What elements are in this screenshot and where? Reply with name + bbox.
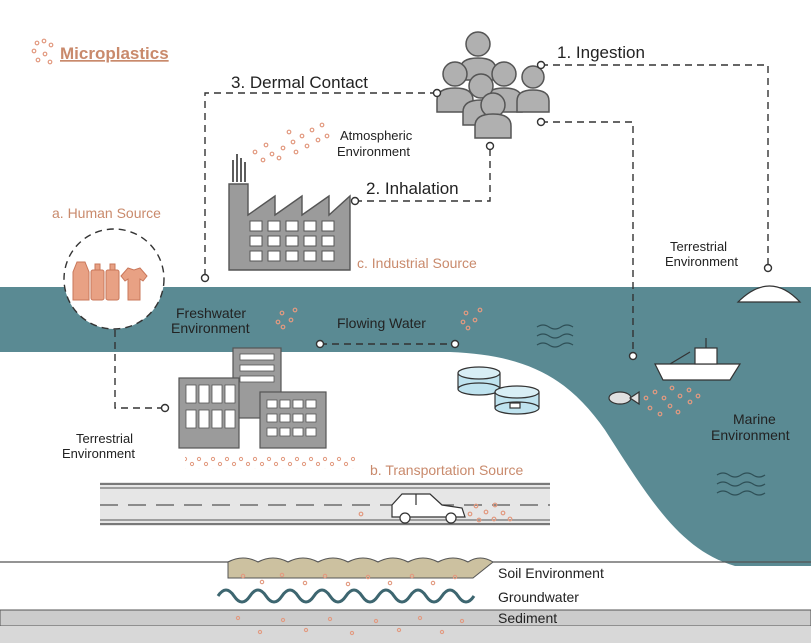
sediment-layer — [0, 609, 811, 627]
road — [100, 482, 550, 526]
dermal-line — [204, 92, 437, 278]
building-windows — [185, 353, 317, 437]
freshwater-label-2: Environment — [171, 320, 250, 336]
dermal-label: 3. Dermal Contact — [231, 73, 368, 92]
ingestion-line — [541, 64, 769, 268]
inhalation-label: 2. Inhalation — [366, 179, 459, 198]
ship-icon — [654, 338, 742, 381]
car-icon — [391, 493, 466, 524]
bedrock-layer — [0, 626, 811, 643]
pathway-lines — [114, 64, 769, 409]
flowing-water-label: Flowing Water — [337, 315, 426, 331]
microplastics-legend-icon — [31, 38, 54, 65]
terrestrial-right-label-1: Terrestrial — [670, 239, 727, 254]
sediment-label: Sediment — [498, 610, 557, 626]
water-body — [0, 287, 811, 566]
transportation-source-label: b. Transportation Source — [370, 462, 524, 478]
terrestrial-mound — [736, 285, 802, 303]
personal-products-icon — [72, 261, 148, 301]
atmospheric-label-2: Environment — [337, 144, 410, 159]
factory-icon — [228, 154, 351, 271]
people-group-icon — [436, 31, 550, 139]
freshwater-label-1: Freshwater — [176, 305, 246, 321]
marine-label-1: Marine — [733, 411, 776, 427]
water-tanks-icon — [457, 366, 540, 415]
city-ground-particles — [185, 455, 355, 469]
marine-label-2: Environment — [711, 427, 790, 443]
human-source-label: a. Human Source — [52, 205, 161, 221]
marine-link-line — [541, 121, 634, 356]
groundwater-label: Groundwater — [498, 589, 579, 605]
soil-label: Soil Environment — [498, 565, 604, 581]
atmospheric-particles — [252, 122, 330, 163]
sediment-particles — [235, 615, 465, 636]
marine-particles — [643, 385, 701, 417]
terrestrial-left-label-1: Terrestrial — [76, 431, 133, 446]
road-particles — [358, 502, 513, 523]
terrestrial-right-label-2: Environment — [665, 254, 738, 269]
industrial-source-label: c. Industrial Source — [357, 255, 477, 271]
pathway-endpoints — [160, 60, 773, 413]
freshwater-particles — [275, 307, 483, 331]
ingestion-label: 1. Ingestion — [557, 43, 645, 62]
legend-label: Microplastics — [60, 44, 169, 63]
groundwater-wave — [216, 588, 476, 604]
marine-waves-icon — [536, 324, 766, 496]
terrestrial-left-label-2: Environment — [62, 446, 135, 461]
soil-mound — [227, 557, 494, 579]
fish-icon — [608, 390, 640, 406]
inhalation-line — [355, 146, 491, 202]
human-link-line — [114, 330, 162, 409]
atmospheric-label-1: Atmospheric — [340, 128, 413, 143]
soil-particles — [240, 572, 458, 587]
